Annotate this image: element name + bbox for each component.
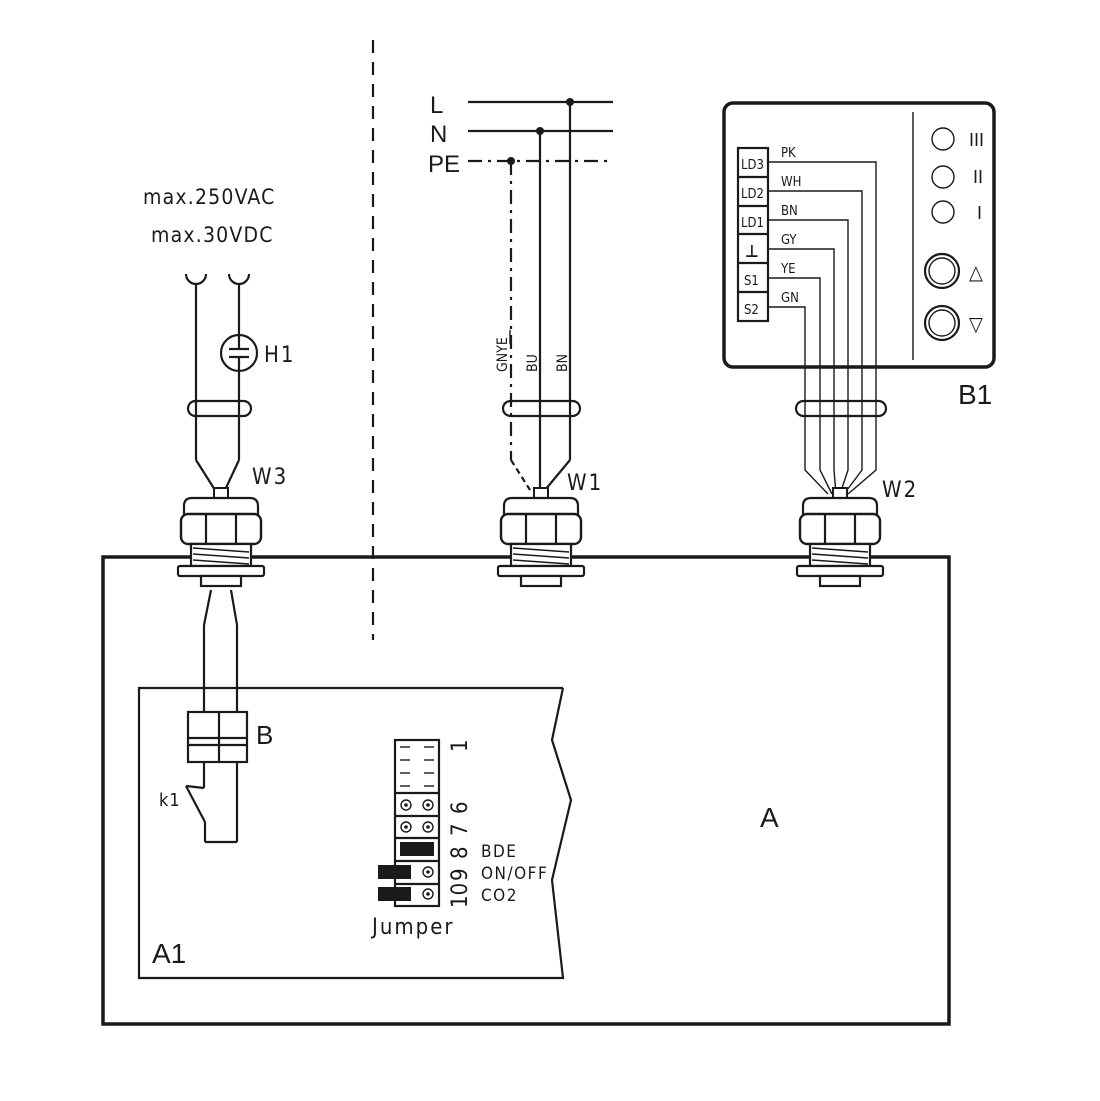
label-pe: PE (428, 151, 460, 178)
gland-w1-icon (496, 487, 586, 588)
led-level-1-icon (931, 200, 955, 224)
wire-label-bn: BN (555, 354, 571, 372)
up-button[interactable] (923, 252, 961, 290)
label-h1: H1 (264, 343, 295, 368)
label-co2: CO2 (481, 886, 518, 906)
label-w1: W1 (567, 471, 603, 496)
gland-w2-icon (795, 487, 885, 588)
wire-label-bu: BU (525, 354, 541, 372)
label-jumper: Jumper (370, 915, 455, 940)
led-level-2-icon (931, 165, 955, 189)
terminal-ld3: LD3 (741, 158, 764, 173)
supply-lines: L N PE GNYE BU BN (428, 92, 613, 491)
led-level-3-icon (931, 127, 955, 151)
wire-label-gy: GY (781, 233, 797, 248)
terminal-block: LD3 LD2 LD1 ⊥ S1 S2 (736, 146, 770, 323)
wire-label-gnye: GNYE (495, 337, 511, 372)
jumper-on-off[interactable] (378, 865, 411, 879)
label-b: B (256, 720, 273, 750)
gland-w3-icon (176, 487, 266, 588)
terminal-s1: S1 (744, 274, 759, 289)
pin-number-9: 9 (448, 868, 473, 881)
level-1-label: I (977, 203, 982, 223)
label-on-off: ON/OFF (481, 864, 548, 884)
pin-number-10: 10 (448, 883, 473, 908)
down-button[interactable] (923, 304, 961, 342)
terminal-s2: S2 (744, 303, 759, 318)
label-a: A (760, 802, 779, 833)
terminal-ld2: LD2 (741, 187, 764, 202)
label-k1: k1 (159, 790, 181, 811)
board-a1: A1 B k1 (137, 686, 573, 980)
level-2-label: II (973, 167, 983, 187)
label-bde: BDE (481, 842, 517, 862)
pin-number-8: 8 (448, 846, 473, 859)
terminal-ground: ⊥ (745, 242, 759, 262)
label-a1: A1 (152, 938, 186, 969)
max-ac-label: max.250VAC (143, 185, 276, 209)
down-arrow-icon: ▽ (969, 312, 983, 336)
terminal-ld1: LD1 (741, 216, 764, 231)
relay-output: max.250VAC max.30VDC H1 W3 (143, 185, 295, 491)
wire-label-ye: YE (780, 262, 796, 277)
wire-label-bn2: BN (781, 204, 798, 219)
pin-number-1: 1 (448, 739, 473, 752)
control-panel-b1: LD3 LD2 LD1 ⊥ S1 S2 PK WH BN GY YE GN II… (722, 101, 996, 503)
label-w2: W2 (882, 478, 918, 503)
label-w3: W3 (252, 465, 288, 490)
max-dc-label: max.30VDC (151, 223, 274, 247)
wire-label-gn: GN (781, 291, 799, 306)
label-n: N (430, 121, 447, 148)
pin-number-7: 7 (448, 823, 473, 836)
jumper-co2[interactable] (378, 887, 411, 901)
label-l: L (430, 92, 443, 119)
jumper-bde[interactable] (400, 842, 434, 856)
pin-header: 1 6 7 8 9 10 BDE ON/OFF CO2 Jumper (370, 738, 548, 940)
level-3-label: III (969, 130, 984, 150)
wire-label-wh: WH (781, 175, 801, 190)
label-b1: B1 (958, 379, 992, 410)
wire-label-pk: PK (781, 146, 796, 161)
housing-a (101, 555, 951, 1026)
up-arrow-icon: △ (969, 260, 983, 284)
pin-number-6: 6 (448, 801, 473, 814)
